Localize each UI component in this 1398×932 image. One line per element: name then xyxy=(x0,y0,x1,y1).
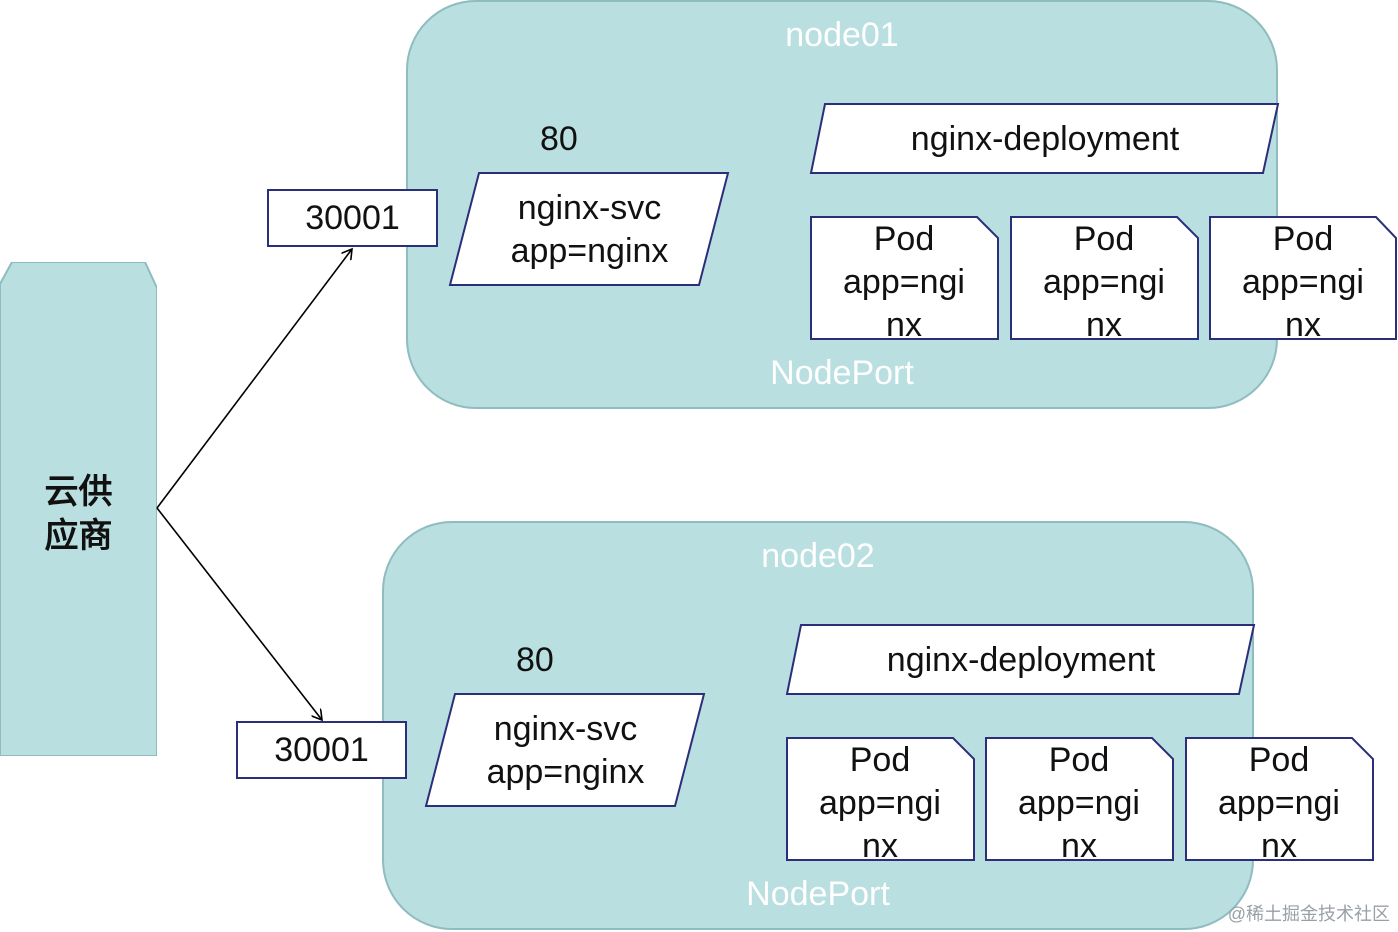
node01-pod-3-label: Pod app=ngi nx xyxy=(1209,218,1397,347)
node02-deployment-shape xyxy=(785,624,1256,695)
pod-label-line: app=ngi xyxy=(1242,263,1364,301)
node01-footer: NodePort xyxy=(770,354,914,392)
pod-label-line: nx xyxy=(1261,827,1297,865)
node01-svc-port: 80 xyxy=(540,120,578,158)
pod-label-line: app=ngi xyxy=(1218,784,1340,822)
cloud-provider-label: 云供 应商 xyxy=(0,470,157,558)
node02-service-label: nginx-svc app=nginx xyxy=(425,693,706,808)
node02-pod-3-shape xyxy=(1185,737,1374,861)
pod-label-line: nx xyxy=(1061,827,1097,865)
node01-service-name: nginx-svc xyxy=(517,188,662,227)
node02-svc-port: 80 xyxy=(516,641,554,679)
pod-title: Pod xyxy=(849,741,911,779)
cloud-provider-line2: 应商 xyxy=(44,517,113,555)
node02-pod-1-label: Pod app=ngi nx xyxy=(786,739,974,868)
node01-service-label: nginx-svc app=nginx xyxy=(449,172,730,287)
pod-label-line: nx xyxy=(1086,306,1122,344)
node01-pod-1-shape xyxy=(810,216,999,340)
pod-title: Pod xyxy=(1248,741,1310,779)
node01-service-shape xyxy=(448,172,730,286)
node02-deployment-label: nginx-deployment xyxy=(886,640,1156,679)
node01-deployment-label: nginx-deployment xyxy=(910,119,1180,158)
pod-label-line: app=ngi xyxy=(1043,263,1165,301)
pod-title: Pod xyxy=(1048,741,1110,779)
pod-label-line: nx xyxy=(886,306,922,344)
arrow-to-node02 xyxy=(156,507,322,720)
arrow-to-node01 xyxy=(156,249,352,509)
node02-pod-2-shape xyxy=(985,737,1174,861)
pod-label-line: app=ngi xyxy=(819,784,941,822)
pod-title: Pod xyxy=(873,220,935,258)
node02-pod-2-label: Pod app=ngi nx xyxy=(985,739,1173,868)
node01-pod-2-label: Pod app=ngi nx xyxy=(1010,218,1198,347)
pod-label-line: app=ngi xyxy=(843,263,965,301)
cloud-provider-line1: 云供 xyxy=(44,473,113,511)
node01-title: node01 xyxy=(785,16,899,54)
node02-title: node02 xyxy=(761,537,875,575)
pod-title: Pod xyxy=(1073,220,1135,258)
node01-nodeport-box: 30001 xyxy=(267,189,438,247)
node02-service-shape xyxy=(424,693,706,807)
pod-title: Pod xyxy=(1272,220,1334,258)
node01-pod-2-shape xyxy=(1010,216,1199,340)
node02-service-selector: app=nginx xyxy=(486,752,645,791)
pod-label-line: nx xyxy=(862,827,898,865)
pod-label-line: app=ngi xyxy=(1018,784,1140,822)
node02-nodeport-box: 30001 xyxy=(236,721,407,779)
node01-deployment-shape xyxy=(809,103,1280,174)
watermark: @稀土掘金技术社区 xyxy=(1227,904,1390,924)
node02-pod-1-shape xyxy=(786,737,975,861)
node02-footer: NodePort xyxy=(746,875,890,913)
node02-pod-3-label: Pod app=ngi nx xyxy=(1185,739,1373,868)
node01-pod-1-label: Pod app=ngi nx xyxy=(810,218,998,347)
node01-pod-3-shape xyxy=(1209,216,1397,340)
node02-service-name: nginx-svc xyxy=(493,709,638,748)
pod-label-line: nx xyxy=(1285,306,1321,344)
cloud-provider-shape xyxy=(0,262,157,756)
node01-service-selector: app=nginx xyxy=(510,231,669,270)
